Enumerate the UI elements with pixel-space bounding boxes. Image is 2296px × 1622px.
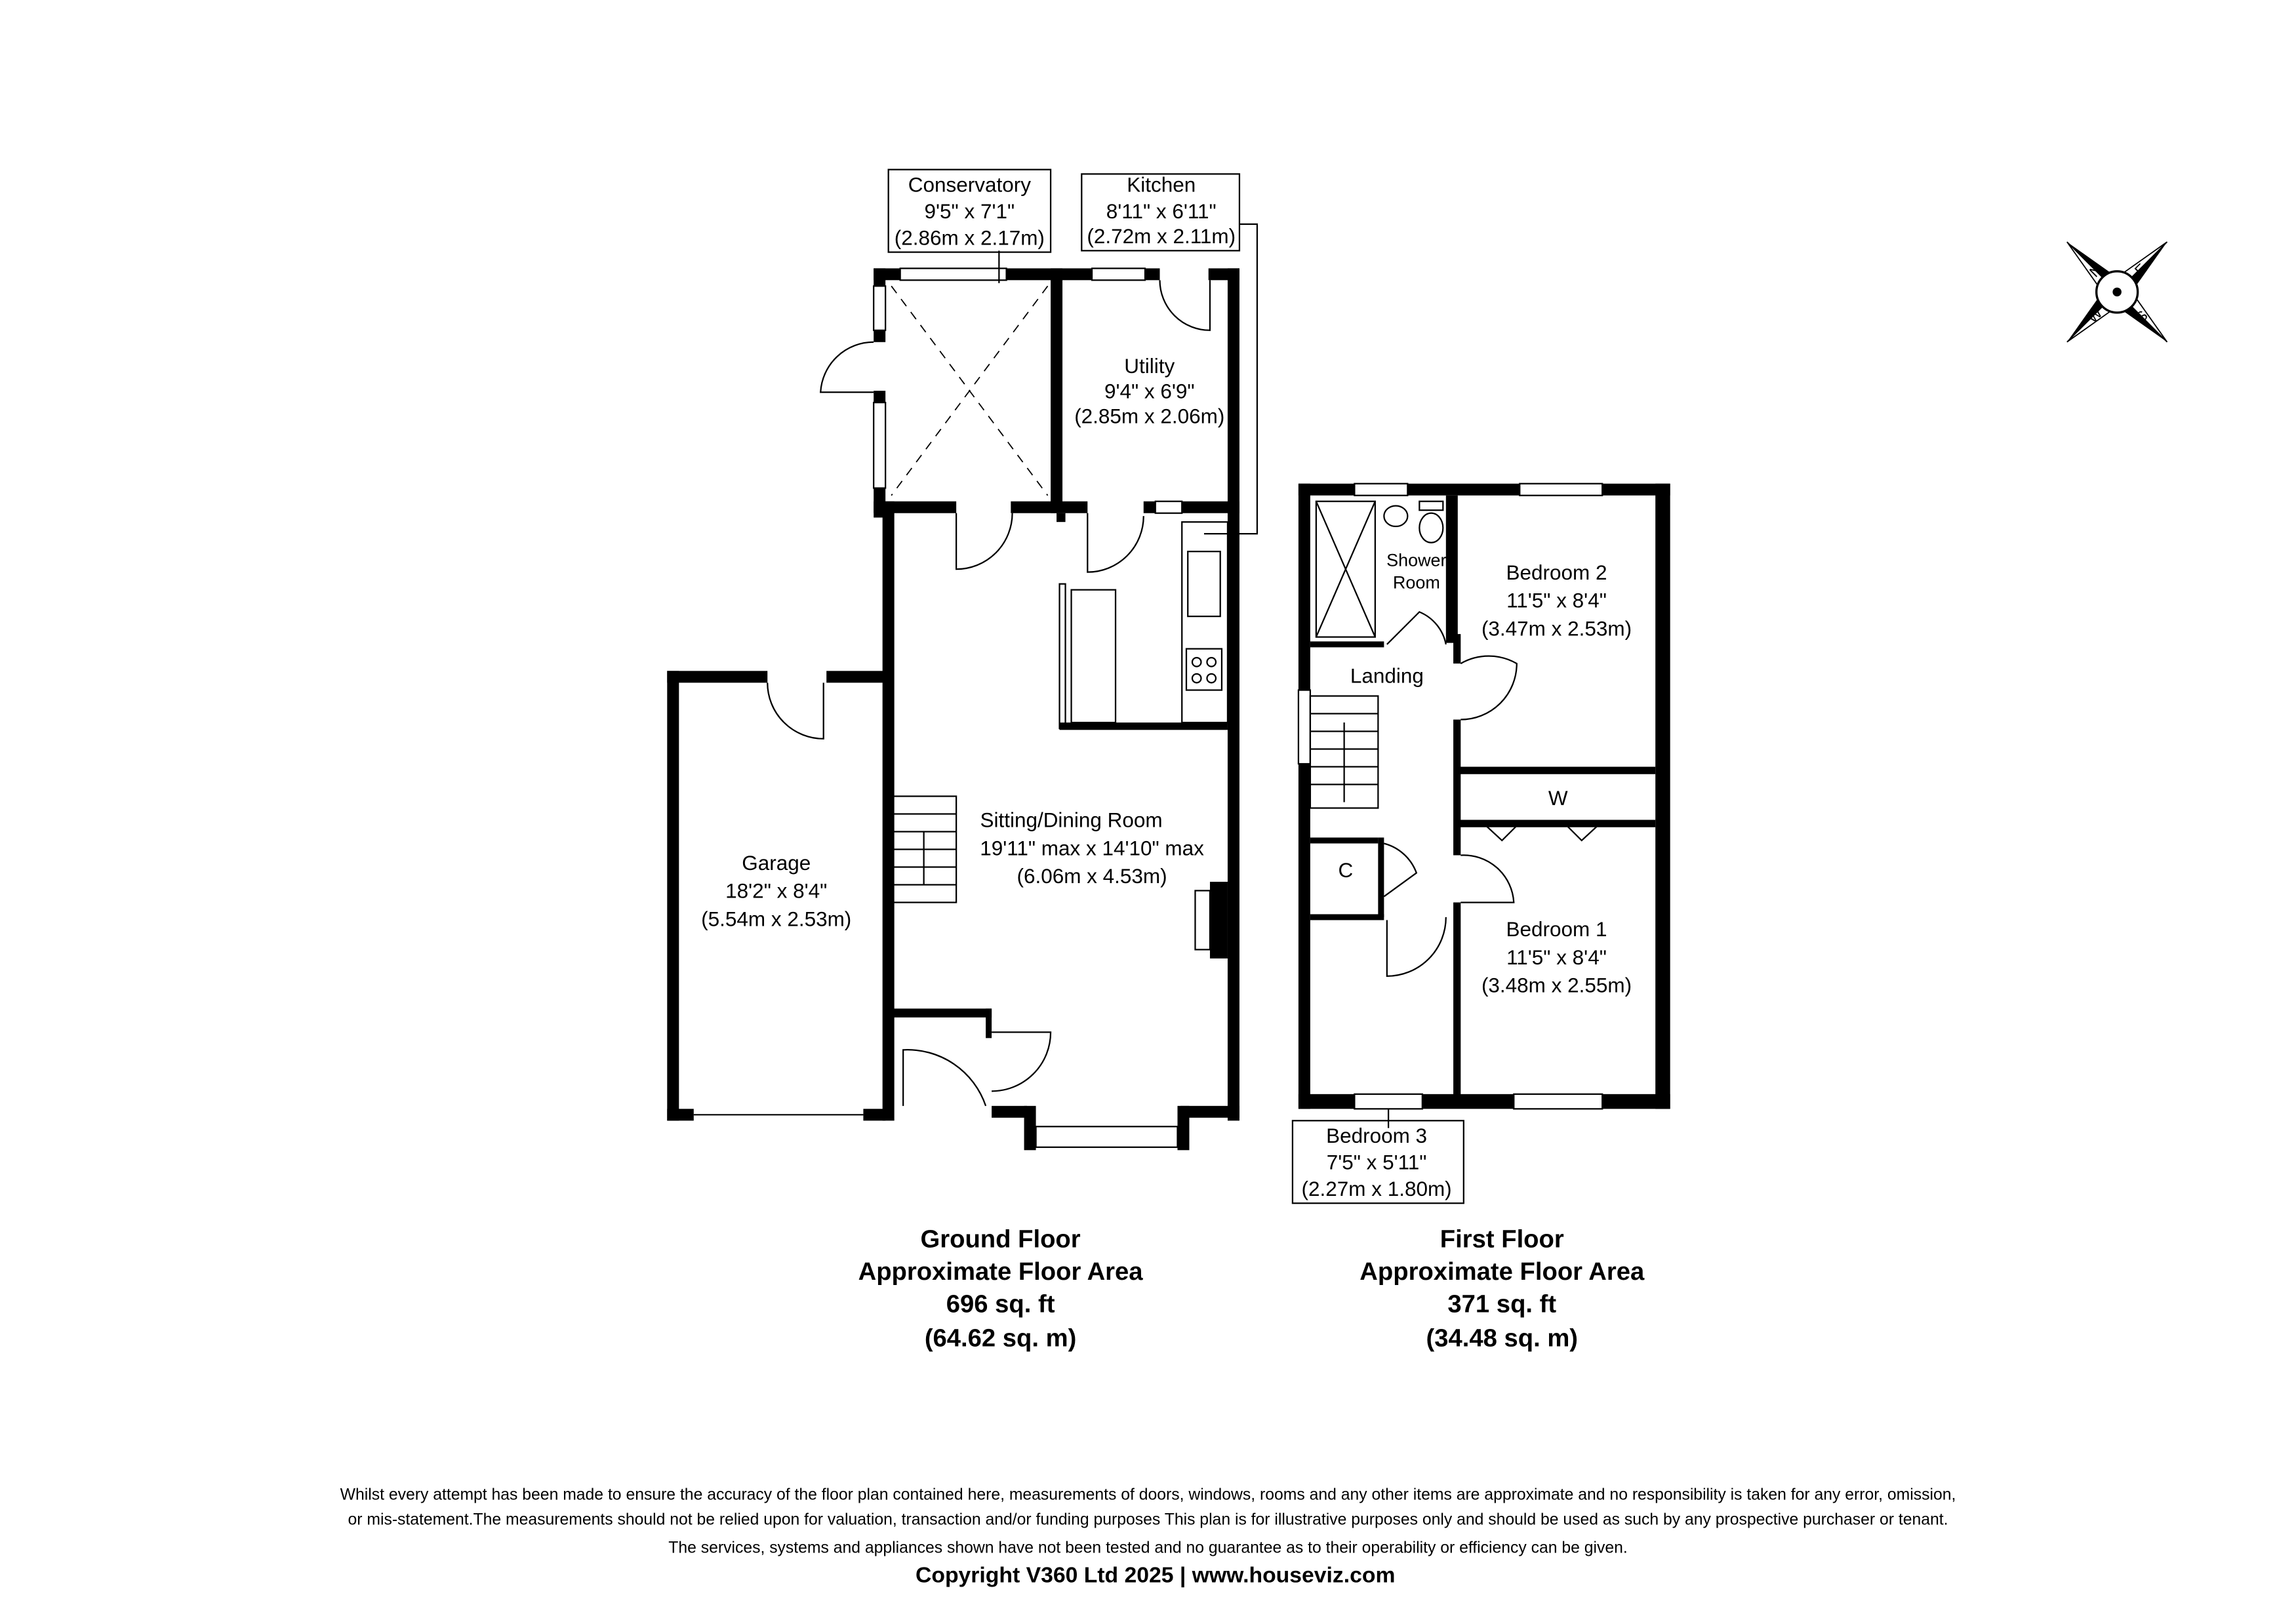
stairs-icon: [891, 813, 957, 886]
utility-metric: (2.85m x 2.06m): [1074, 405, 1224, 427]
disclaimer-line-3: The services, systems and appliances sho…: [668, 1539, 1628, 1556]
shower-room-name-line2: Room: [1393, 572, 1440, 592]
utility-name: Utility: [1124, 355, 1175, 378]
conservatory-name: Conservatory: [908, 173, 1031, 196]
ground-floor-plan: [667, 223, 1259, 1151]
sitting-room-name: Sitting/Dining Room: [980, 809, 1162, 832]
ground-floor-subtitle: Approximate Floor Area: [858, 1257, 1144, 1286]
disclaimer-line-2: or mis-statement.The measurements should…: [348, 1511, 1948, 1529]
ground-floor-sqft: 696 sq. ft: [946, 1290, 1055, 1318]
conservatory-metric: (2.86m x 2.17m): [895, 226, 1045, 249]
bedroom2-imperial: 11'5" x 8'4": [1506, 589, 1607, 612]
wardrobe-label: W: [1548, 787, 1568, 810]
garage-metric: (5.54m x 2.53m): [701, 907, 851, 930]
utility-imperial: 9'4" x 6'9": [1104, 380, 1195, 403]
landing-name: Landing: [1350, 664, 1424, 687]
bedroom1-imperial: 11'5" x 8'4": [1506, 946, 1607, 969]
kitchen-imperial: 8'11" x 6'11": [1106, 200, 1217, 223]
bedroom2-metric: (3.47m x 2.53m): [1481, 617, 1632, 640]
bedroom3-name: Bedroom 3: [1326, 1124, 1427, 1147]
first-floor-subtitle: Approximate Floor Area: [1359, 1257, 1645, 1286]
first-floor-sqm: (34.48 sq. m): [1426, 1324, 1579, 1352]
shower-room-name-line1: Shower: [1386, 551, 1446, 570]
kitchen-metric: (2.72m x 2.11m): [1087, 225, 1236, 248]
first-floor-title: First Floor: [1440, 1225, 1564, 1254]
bedroom1-metric: (3.48m x 2.55m): [1481, 974, 1632, 997]
bedroom2-name: Bedroom 2: [1506, 561, 1607, 584]
conservatory-imperial: 9'5" x 7'1": [925, 200, 1015, 223]
bedroom1-name: Bedroom 1: [1506, 918, 1607, 941]
compass-rose-icon: N E S W: [2066, 241, 2168, 343]
sitting-room-imperial: 19'11" max x 14'10" max: [980, 837, 1204, 860]
kitchen-name: Kitchen: [1127, 173, 1196, 196]
bedroom3-imperial: 7'5" x 5'11": [1327, 1151, 1427, 1174]
garage-name: Garage: [742, 852, 811, 875]
copyright: Copyright V360 Ltd 2025 | www.houseviz.c…: [916, 1562, 1395, 1587]
ground-floor-title: Ground Floor: [921, 1225, 1081, 1254]
bedroom3-metric: (2.27m x 1.80m): [1302, 1177, 1452, 1200]
first-floor-plan: [1297, 483, 1670, 1128]
first-floor-sqft: 371 sq. ft: [1447, 1290, 1556, 1318]
ground-floor-sqm: (64.62 sq. m): [925, 1324, 1077, 1352]
cupboard-label: C: [1339, 859, 1354, 882]
garage-imperial: 18'2" x 8'4": [725, 880, 827, 903]
sitting-room-metric: (6.06m x 4.53m): [1017, 865, 1167, 888]
disclaimer-line-1: Whilst every attempt has been made to en…: [340, 1486, 1956, 1503]
